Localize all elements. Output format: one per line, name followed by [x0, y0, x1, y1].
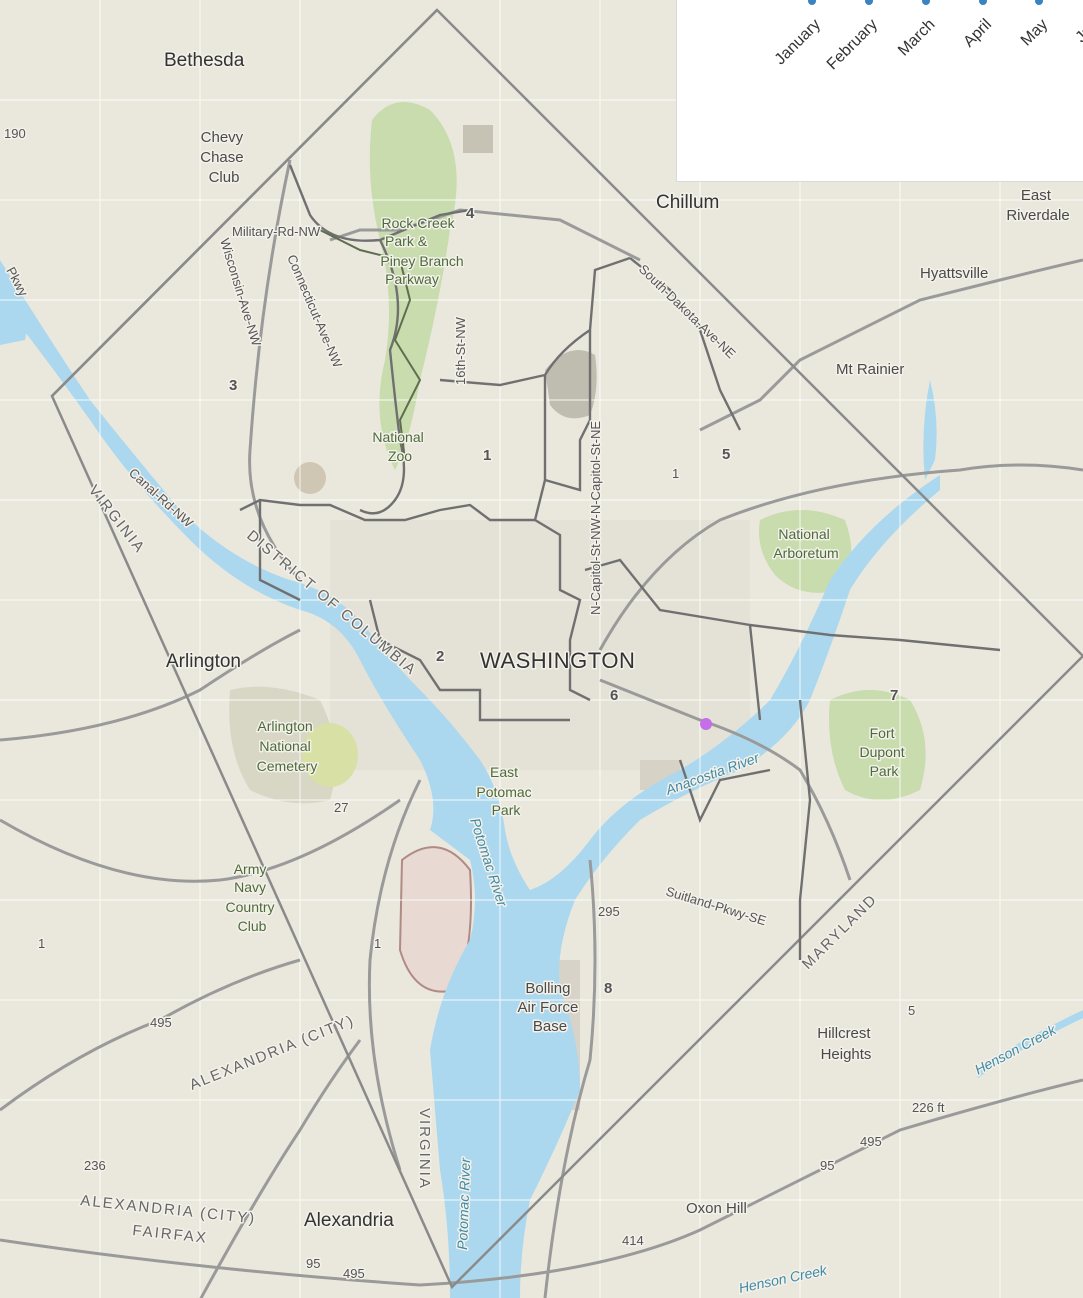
month-label: January — [771, 16, 825, 69]
shield-27: 27 — [334, 800, 348, 815]
month-label: February — [823, 16, 882, 74]
block-tan — [463, 125, 493, 153]
shield-1-ne: 1 — [672, 466, 679, 481]
ward-label-2: 2 — [436, 648, 444, 665]
shield-1-s: 1 — [38, 936, 45, 951]
chart-point[interactable] — [979, 0, 987, 5]
label-potomac-river-2: Potomac River — [454, 1156, 473, 1250]
location-marker[interactable] — [700, 718, 712, 730]
label-army-navy-country-club: Army Navy Country Club — [226, 861, 279, 934]
reservoir-area — [545, 350, 597, 419]
chart-point[interactable] — [865, 0, 873, 5]
label-alexandria: Alexandria — [304, 1210, 394, 1231]
rock-creek-trail — [319, 229, 422, 461]
label-national-arboretum: National Arboretum — [773, 526, 838, 561]
shield-236: 236 — [84, 1158, 106, 1173]
label-east-potomac-park: East Potomac Park — [476, 764, 535, 818]
ward-boundaries — [239, 164, 1001, 960]
ward-label-7: 7 — [890, 687, 898, 704]
label-arlington-cemetery: Arlington National Cemetery — [257, 718, 318, 774]
label-hyattsville: Hyattsville — [920, 265, 988, 282]
label-national-zoo: National Zoo — [372, 429, 427, 464]
label-bolling-afb: Bolling Air Force Base — [517, 980, 582, 1035]
chart-point[interactable] — [808, 0, 816, 5]
fort-dupont — [829, 690, 926, 800]
month-label: April — [960, 16, 996, 51]
month-label: March — [894, 16, 939, 60]
shield-495-s: 495 — [343, 1266, 365, 1281]
shield-295: 295 — [598, 904, 620, 919]
label-chillum: Chillum — [656, 192, 719, 213]
label-oxon-hill: Oxon Hill — [686, 1200, 747, 1217]
label-chevy-chase-club: Chevy Chase Club — [200, 129, 248, 186]
chart-point[interactable] — [922, 0, 930, 5]
label-mt-rainier: Mt Rainier — [836, 361, 904, 378]
label-elevation: 226 ft — [912, 1100, 945, 1115]
label-military-rd: Military-Rd-NW — [232, 224, 321, 239]
chart-point[interactable] — [1035, 0, 1043, 5]
label-washington: WASHINGTON — [480, 648, 635, 673]
cemetery-yellow — [302, 723, 358, 787]
henson-creek-line — [975, 1010, 1083, 1078]
ward-label-6: 6 — [610, 687, 618, 704]
label-n-capitol: N-Capitol-St-NW-N-Capitol-St-NE — [588, 421, 603, 615]
label-16th-st: 16th-St-NW — [453, 316, 468, 385]
month-label: Jun — [1072, 16, 1083, 47]
ward-label-3: 3 — [229, 377, 237, 394]
shield-95-s: 95 — [306, 1256, 320, 1271]
shield-95-e: 95 — [820, 1158, 834, 1173]
label-east-riverdale: East Riverdale — [1006, 187, 1069, 224]
ward-label-4: 4 — [466, 205, 475, 222]
river-edge — [0, 300, 30, 345]
label-virginia-s: VIRGINIA — [416, 1108, 433, 1190]
shield-414: 414 — [622, 1233, 644, 1248]
shield-495-w: 495 — [150, 1015, 172, 1030]
shield-5: 5 — [908, 1003, 915, 1018]
label-rock-creek-park: Rock Creek Park & Piney Branch Parkway — [380, 215, 467, 287]
label-bethesda: Bethesda — [164, 50, 245, 71]
ward-label-1: 1 — [483, 447, 491, 464]
potomac-river — [0, 260, 940, 1298]
shield-495-e: 495 — [860, 1134, 882, 1149]
label-hillcrest-heights: Hillcrest Heights — [817, 1025, 875, 1063]
label-fort-dupont-park: Fort Dupont Park — [859, 725, 908, 779]
arboretum — [759, 510, 852, 593]
rock-creek-park — [369, 102, 457, 470]
label-arlington: Arlington — [166, 651, 241, 672]
zoo-area — [294, 462, 326, 494]
ward-label-8: 8 — [604, 980, 612, 997]
major-roads — [0, 159, 1083, 1298]
ne-branch — [923, 380, 937, 480]
month-label: May — [1017, 16, 1052, 50]
shield-190: 190 — [4, 126, 26, 141]
ward-label-5: 5 — [722, 446, 730, 463]
shield-1: 1 — [374, 936, 381, 951]
